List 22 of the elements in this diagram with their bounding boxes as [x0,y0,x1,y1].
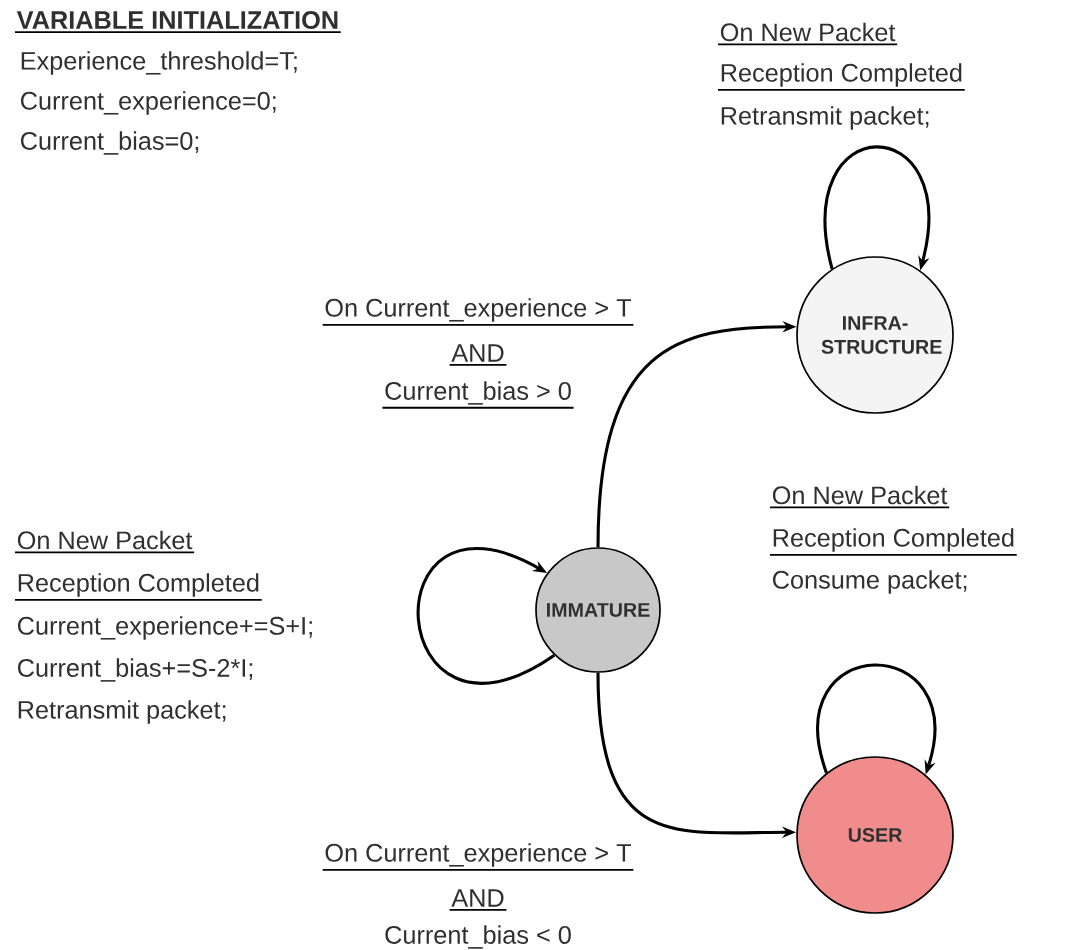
underlined-heading: On Current_experience > T [321,298,635,326]
action-text: Experience_threshold=T; [21,51,297,75]
action-text: Retransmit packet; [721,106,929,130]
underlined-heading: On New Packet [14,530,196,554]
underlined-heading: AND [448,889,508,911]
underlined-heading: Reception Completed [769,528,1018,556]
underlined-heading: Current_bias > 0 [381,381,575,409]
underlined-heading: On Current_experience > T [321,843,635,871]
loop-arrow [416,547,556,685]
action-text: Current_bias+=S-2*I; [17,658,253,682]
underlined-heading: VARIABLE INITIALIZATION [14,11,342,33]
action-text: Current_experience=0; [20,91,276,115]
underlined-heading: On New Packet [717,22,899,46]
action-text: Retransmit packet; [18,700,226,724]
action-text: Consume packet; [772,570,967,594]
action-text: Current_experience+=S+I; [17,616,312,640]
underlined-heading: Current_bias < 0 [385,925,571,949]
underlined-heading: AND [448,344,508,366]
underlined-heading: On New Packet [769,485,951,509]
underlined-heading: Reception Completed [717,63,966,91]
action-text: Current_bias=0; [20,131,199,155]
underlined-heading: Reception Completed [14,573,263,601]
